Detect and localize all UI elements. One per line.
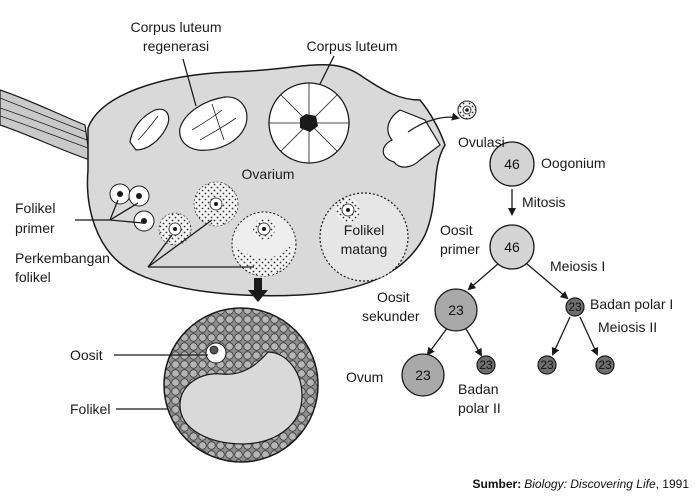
label-ovum: Ovum	[346, 369, 383, 385]
mature-follicle	[319, 192, 409, 282]
corpus-luteum	[268, 82, 350, 164]
label-folikel-primer: primer	[15, 220, 55, 236]
cell-polar-child: 23	[595, 355, 615, 375]
chromosome-count: 23	[479, 358, 493, 372]
primary-follicle	[128, 185, 150, 207]
developing-follicle	[231, 211, 297, 277]
chromosome-count: 23	[415, 367, 431, 383]
label-perkembangan-folikel: folikel	[15, 269, 51, 285]
primary-follicle	[133, 210, 155, 232]
cell-oosit-sekunder: 23	[434, 288, 478, 332]
label-corpus-luteum-regenerasi: regenerasi	[143, 38, 209, 54]
label-meiosis-1: Meiosis I	[550, 258, 605, 274]
chromosome-count: 23	[540, 358, 554, 372]
cell-badan-polar-1: 23	[565, 297, 585, 317]
tree-lines	[426, 189, 599, 357]
label-perkembangan-folikel: Perkembangan	[15, 250, 110, 266]
label-folikel-primer: Folikel	[15, 200, 55, 216]
label-corpus-luteum-regenerasi: Corpus luteum	[130, 19, 221, 35]
ovulation-rupture	[382, 109, 441, 168]
leader-lines	[75, 55, 335, 410]
cell-ovum: 23	[401, 353, 445, 397]
label-oosit: Oosit	[70, 347, 103, 363]
label-badan-polar-2: polar II	[458, 400, 501, 416]
source-title: Biology: Discovering Life	[524, 477, 656, 491]
developing-follicle	[158, 212, 192, 246]
chromosome-count: 23	[448, 302, 464, 318]
ovulation-arrow	[407, 112, 460, 133]
source-year: , 1991	[656, 477, 690, 491]
label-oosit-primer: primer	[440, 241, 480, 257]
label-oogonium: Oogonium	[541, 155, 606, 171]
label-ovarium: Ovarium	[242, 166, 295, 182]
label-ovulasi: Ovulasi	[458, 134, 505, 150]
label-mitosis: Mitosis	[522, 194, 566, 210]
developing-follicle	[193, 181, 239, 227]
enlarged-follicle	[163, 307, 319, 463]
chromosome-count: 23	[598, 358, 612, 372]
chromosome-count: 46	[504, 239, 520, 255]
zoom-arrow	[248, 278, 268, 302]
label-meiosis-2: Meiosis II	[598, 319, 657, 335]
label-oosit-primer: Oosit	[440, 222, 473, 238]
primary-follicle	[109, 183, 131, 205]
label-badan-polar-1: Badan polar I	[590, 296, 673, 312]
corpus-luteum-regenerasi	[129, 96, 248, 151]
chromosome-count: 46	[504, 156, 520, 172]
ligament	[0, 89, 91, 161]
label-badan-polar-2: Badan	[458, 381, 498, 397]
label-corpus-luteum: Corpus luteum	[306, 38, 397, 54]
source-citation: Sumber:Biology: Discovering Life, 1991	[473, 477, 690, 491]
label-folikel-matang: Folikel	[344, 222, 384, 238]
ovulated-ovum	[457, 100, 477, 120]
cell-polar-child: 23	[537, 355, 557, 375]
source-prefix: Sumber:	[473, 477, 522, 491]
cell-oosit-primer: 46	[489, 224, 535, 270]
label-oosit-sekunder: Oosit	[377, 289, 410, 305]
label-folikel: Folikel	[70, 401, 110, 417]
label-folikel-matang: matang	[341, 241, 388, 257]
label-oosit-sekunder: sekunder	[362, 308, 420, 324]
cell-badan-polar-2: 23	[476, 355, 496, 375]
chromosome-count: 23	[568, 300, 582, 314]
cell-oogonium: 46	[489, 141, 535, 187]
